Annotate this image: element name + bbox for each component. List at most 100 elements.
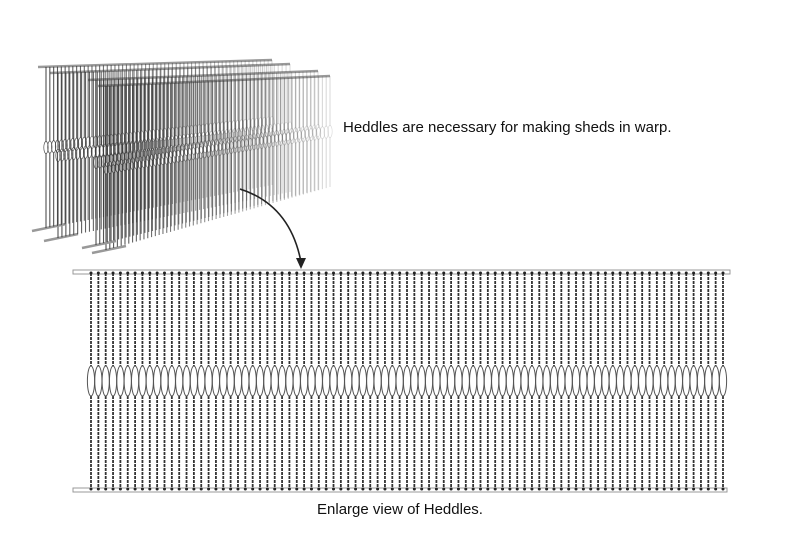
heddle-loop: [126, 487, 130, 491]
heddle-loop: [273, 487, 277, 491]
heddle-loop: [243, 487, 247, 491]
heddle-eye: [149, 137, 155, 151]
heddle-eye: [217, 138, 223, 151]
heddle-eye: [202, 140, 208, 154]
heddle-loop: [486, 487, 490, 491]
heddle-loop: [309, 271, 313, 275]
heddle-eye: [307, 365, 316, 397]
heddle-eye: [236, 135, 242, 149]
heddle-loop: [118, 487, 122, 491]
heddle-eye: [185, 125, 191, 139]
heddle-loop: [464, 271, 468, 275]
heddle-loop: [376, 271, 380, 275]
heddle-eye: [223, 121, 229, 134]
heddle-loop: [170, 487, 174, 491]
heddle-loop: [618, 487, 622, 491]
heddle-eye: [232, 140, 238, 154]
heddle: [336, 271, 345, 491]
heddle-eye: [62, 139, 68, 152]
heddle-eye: [366, 365, 375, 397]
heddle-loop: [96, 487, 100, 491]
heddle: [491, 271, 500, 491]
heddle-eye: [300, 126, 306, 140]
heddle-eye: [277, 365, 287, 397]
heddle: [424, 271, 434, 491]
heddle-loop: [662, 487, 666, 491]
heddle: [498, 271, 507, 491]
heddle-eye: [351, 365, 360, 397]
heddle-loop: [420, 271, 424, 275]
heddle-loop: [390, 487, 394, 491]
heddle: [167, 271, 176, 491]
heddle-eye: [138, 149, 144, 163]
heddle-eye: [322, 365, 331, 397]
heddle-eye: [373, 365, 382, 397]
heddle-eye: [281, 129, 287, 142]
heddle-eye: [143, 130, 149, 143]
heddle: [652, 271, 661, 491]
heddle-loop: [155, 487, 159, 491]
heddle-eye: [505, 365, 514, 397]
heddle-eye: [204, 365, 213, 397]
heddle-loop: [368, 271, 372, 275]
heddle-loop: [552, 271, 556, 275]
heddle-eye: [270, 130, 276, 144]
heddle-eye: [432, 365, 441, 397]
heddle-eye: [542, 365, 551, 397]
heddle-eye: [177, 134, 183, 148]
heddle-loop: [648, 487, 652, 491]
heddle-frames-perspective: [31, 58, 333, 255]
heddle-eye: [696, 365, 706, 397]
heddle-eye: [300, 365, 309, 397]
heddle-frame: [43, 62, 293, 243]
heddle-eye: [233, 365, 243, 397]
heddle-eye: [262, 135, 269, 149]
heddle-loop: [442, 271, 446, 275]
heddle-eye: [269, 116, 275, 129]
heddle-loop: [677, 487, 681, 491]
heddle-eye: [161, 136, 167, 150]
heddle: [593, 271, 603, 491]
heddle-loop: [287, 487, 291, 491]
heddle-loop: [265, 487, 269, 491]
heddle-loop: [449, 487, 453, 491]
heddle-eye: [81, 136, 87, 150]
heddle: [623, 271, 632, 491]
heddle: [145, 271, 154, 491]
heddle-eye: [67, 147, 73, 161]
heddle-eye: [513, 365, 522, 397]
heddle-eye: [86, 365, 96, 397]
heddle: [645, 271, 654, 491]
heddle-eye: [168, 145, 174, 159]
heddle: [108, 271, 118, 491]
heddle-eye: [177, 126, 183, 140]
heddle-loop: [324, 487, 328, 491]
heddle-loop: [684, 487, 688, 491]
heddle-eye: [593, 365, 603, 397]
heddle-eye: [336, 365, 345, 397]
heddle-loop: [706, 271, 710, 275]
heddle-eye: [248, 126, 254, 140]
heddle: [94, 271, 103, 491]
heddle-eye: [311, 124, 317, 138]
heddle-loop: [655, 271, 659, 275]
heddle-eye: [344, 365, 353, 397]
heddle-eye: [279, 122, 285, 136]
heddle-eye: [285, 128, 291, 142]
heddle-eye: [209, 144, 215, 158]
heddle-loop: [545, 487, 549, 491]
heddle-loop: [361, 271, 365, 275]
heddle-loop: [434, 271, 438, 275]
heddle: [601, 271, 610, 491]
heddle-eye: [238, 119, 244, 133]
enlarged-view-caption: Enlarge view of Heddles.: [317, 501, 483, 518]
heddle-loop: [523, 487, 527, 491]
heddle-eye: [527, 365, 537, 397]
heddle: [123, 271, 132, 491]
heddle-eye: [242, 119, 248, 132]
heddle-eye: [213, 143, 219, 157]
heddle-eye: [616, 365, 625, 397]
heddle-loop: [96, 271, 100, 275]
heddle-eye: [146, 129, 152, 143]
heddle-loop: [383, 271, 387, 275]
